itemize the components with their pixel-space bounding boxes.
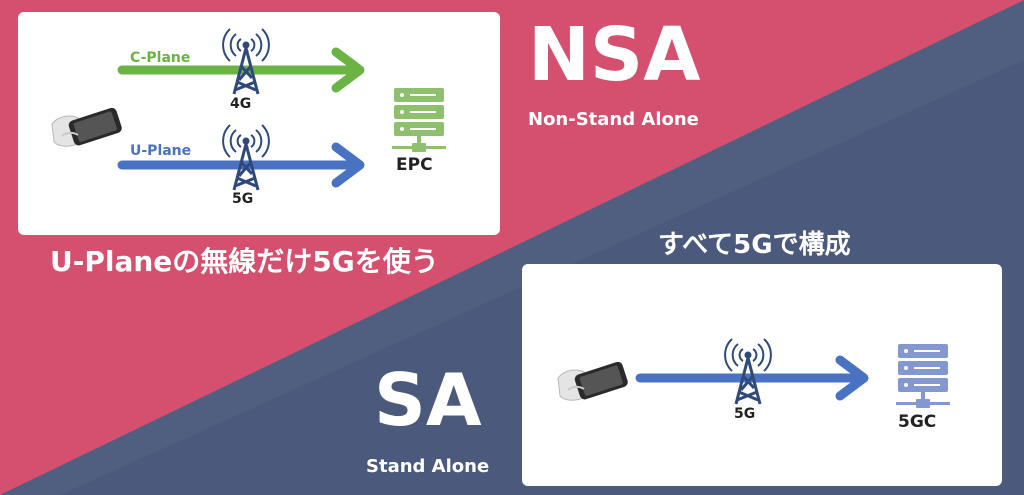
radio-tower-icon: [724, 338, 772, 405]
5gc-label: 5GC: [898, 412, 937, 432]
tower-4g-label: 4G: [230, 96, 252, 112]
server-stack-icon: [392, 88, 446, 152]
radio-tower-icon: [222, 124, 270, 191]
sa-diagram-card: 5G 5GC: [522, 264, 1002, 486]
smartphone-in-hand-icon: [51, 107, 122, 147]
u-plane-arrow: [117, 142, 365, 188]
radio-tower-icon: [222, 28, 270, 95]
server-stack-icon: [896, 344, 950, 408]
nsa-subtitle: Non-Stand Alone: [528, 109, 699, 130]
u-plane-label: U-Plane: [130, 143, 192, 159]
sa-tower-5g-label: 5G: [734, 406, 756, 422]
c-plane-label: C-Plane: [130, 50, 191, 66]
epc-label: EPC: [396, 155, 433, 175]
smartphone-in-hand-icon: [557, 361, 628, 401]
nsa-title: NSA: [528, 12, 701, 98]
tower-5g-label: 5G: [232, 191, 254, 207]
nsa-diagram-card: 4G 5G C-Plane U-Plane EPC: [18, 12, 500, 235]
c-plane-arrow: [117, 47, 365, 93]
sa-title: SA: [374, 358, 482, 442]
sa-subtitle: Stand Alone: [366, 456, 490, 477]
nsa-caption: U-Planeの無線だけ5Gを使う: [50, 245, 439, 278]
sa-caption: すべて5Gで構成: [658, 230, 851, 260]
